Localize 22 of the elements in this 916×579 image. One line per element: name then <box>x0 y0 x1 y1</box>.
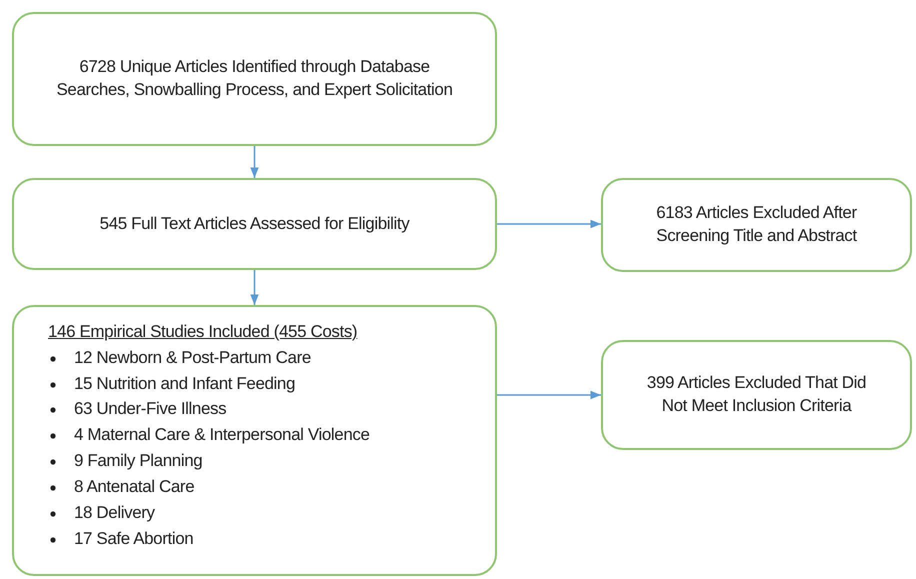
list-item: 18 Delivery <box>74 502 155 522</box>
list-item: 8 Antenatal Care <box>74 476 194 496</box>
list-item: 12 Newborn & Post-Partum Care <box>74 348 311 367</box>
box-text: 399 Articles Excluded That Did Not Meet Inclusion Criteria <box>646 372 868 417</box>
process-box <box>12 12 497 146</box>
process-box <box>601 340 912 450</box>
list-item: 9 Family Planning <box>74 451 202 470</box>
arrow <box>250 146 259 178</box>
process-box <box>601 178 912 272</box>
process-box <box>12 178 497 270</box>
box-heading: 146 Empirical Studies Included (455 Costs) <box>48 321 358 343</box>
arrow <box>497 390 601 400</box>
arrow <box>250 270 259 305</box>
arrow <box>497 220 601 228</box>
list-item: 15 Nutrition and Infant Feeding <box>74 374 296 393</box>
box-text: 6728 Unique Articles Identified through Database Searches, Snowballing Process, and Expert Solicitation <box>55 56 454 101</box>
list-item: 63 Under-Five Illness <box>74 399 226 418</box>
list-item: 4 Maternal Care & Interpersonal Violence <box>74 425 370 444</box>
process-box <box>12 305 497 576</box>
box-text: 6183 Articles Excluded After Screening Title and Abstract <box>655 202 858 247</box>
box-text: 545 Full Text Articles Assessed for Eligibility <box>100 212 410 235</box>
list-item: 17 Safe Abortion <box>74 528 194 548</box>
